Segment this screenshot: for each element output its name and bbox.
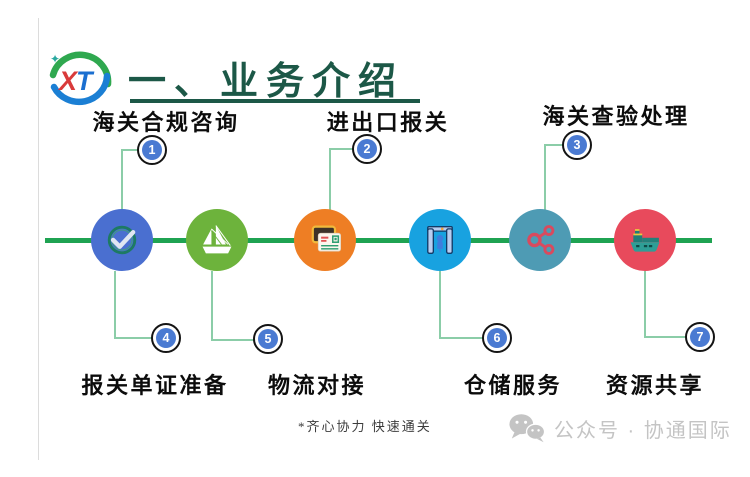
footer-note: *齐心协力 快速通关 (298, 419, 432, 434)
title-underline (130, 99, 420, 103)
connector-3v (544, 144, 546, 210)
connector-5h (211, 339, 254, 341)
step-label-6: 仓储服务 (463, 373, 563, 398)
step-label-1: 海关合规咨询 (92, 110, 240, 135)
step-label-4: 报关单证准备 (81, 373, 229, 398)
svg-text:✦: ✦ (50, 52, 60, 66)
security-scanner-icon (427, 226, 453, 254)
connector-2v (329, 148, 331, 210)
circle-inspection (409, 209, 471, 271)
left-border-line (38, 18, 39, 460)
badge-2: 2 (352, 134, 382, 164)
circle-resource-sharing (614, 209, 676, 271)
step-label-5: 物流对接 (267, 373, 367, 398)
connector-3h (545, 144, 563, 146)
connector-7v (644, 271, 646, 337)
badge-5: 5 (253, 324, 283, 354)
circle-customs-compliance (91, 209, 153, 271)
page-title: 一、业务介绍 (128, 61, 405, 103)
circle-import-export (186, 209, 248, 271)
timeline-line (45, 238, 712, 243)
badge-6: 6 (482, 323, 512, 353)
svg-text:X: X (57, 66, 79, 96)
badge-7: 7 (685, 322, 715, 352)
connector-4v (114, 271, 116, 338)
check-badge-icon (107, 225, 137, 255)
sailboat-icon (202, 225, 232, 254)
badge-1: 1 (137, 135, 167, 165)
step-label-2: 进出口报关 (326, 110, 450, 135)
badge-3: 3 (562, 130, 592, 160)
watermark-text: 公众号 · 协通国际 (554, 419, 732, 442)
xt-logo-icon: ✦ X T (49, 51, 112, 106)
connector-1h (122, 149, 138, 151)
connector-6h (439, 337, 483, 339)
circle-declaration (294, 209, 356, 271)
connector-4h (114, 337, 152, 339)
connector-7h (644, 336, 686, 338)
watermark: 公众号 · 协通国际 (508, 412, 732, 444)
wechat-icon (509, 414, 546, 443)
cargo-ship-icon (630, 229, 660, 252)
connector-1v (121, 149, 123, 210)
circle-warehousing (509, 209, 571, 271)
connector-2h (330, 148, 353, 150)
svg-text:T: T (76, 66, 95, 96)
step-label-3: 海关查验处理 (542, 104, 690, 129)
connector-6v (439, 271, 441, 338)
xt-logo: ✦ X T (44, 45, 118, 113)
badge-4: 4 (151, 323, 181, 353)
share-network-icon (527, 225, 555, 255)
step-label-7: 资源共享 (605, 373, 705, 398)
id-card-icon (311, 225, 341, 252)
connector-5v (211, 271, 213, 340)
